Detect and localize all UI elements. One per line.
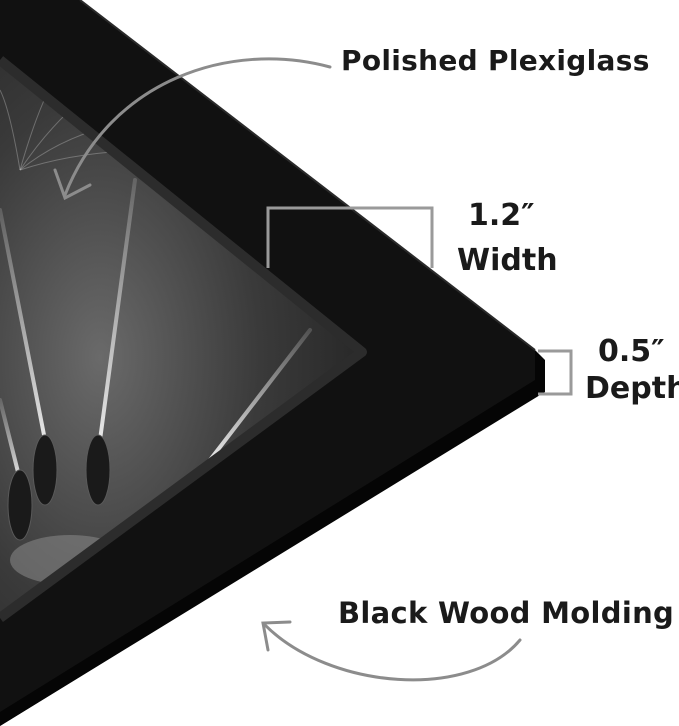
depth-value: 0.5″	[598, 334, 665, 369]
plexiglass-edge	[0, 56, 367, 623]
width-label: Width	[457, 243, 558, 278]
frame-depth-edge	[0, 350, 545, 726]
width-value: 1.2″	[468, 198, 535, 233]
plexiglass-label: Polished Plexiglass	[341, 44, 650, 77]
depth-label: Depth	[585, 371, 679, 406]
depth-bracket	[538, 349, 573, 396]
plexiglass-pointer-arrow	[53, 57, 332, 201]
molding-label: Black Wood Molding	[338, 596, 675, 630]
molding-pointer-arrow	[261, 620, 522, 682]
width-bracket	[266, 206, 434, 268]
